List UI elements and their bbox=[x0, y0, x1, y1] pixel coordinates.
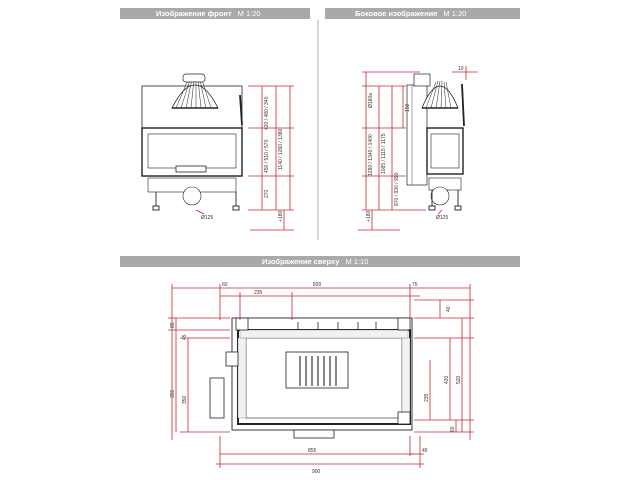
front-dim-4: 270 bbox=[264, 189, 270, 198]
front-air-inlet bbox=[182, 186, 202, 206]
side-view-title: Боковое изображение bbox=[355, 9, 438, 18]
side-view-drawing: Ø180a 1280 / 1340 / 1400 1085 / 1115 / 1… bbox=[358, 66, 478, 231]
front-side-profile bbox=[239, 94, 243, 126]
top-corner-fr bbox=[397, 411, 411, 425]
side-flue-label: Ø125 bbox=[436, 215, 448, 221]
top-dim-900: 900 bbox=[312, 469, 321, 475]
side-air-inlet bbox=[430, 186, 450, 206]
front-glass bbox=[147, 133, 237, 169]
side-dim-2: 1085 / 1115 / 1175 bbox=[381, 133, 387, 174]
front-dim-3: 1140 / 1260 / 1380 bbox=[278, 128, 284, 170]
front-hood bbox=[171, 84, 219, 109]
side-legs bbox=[428, 190, 462, 211]
top-left-air-inlet bbox=[209, 377, 225, 419]
top-dim-60: 60 bbox=[222, 282, 228, 288]
side-dim-1: 1280 / 1340 / 1400 bbox=[368, 134, 374, 176]
top-view-scale: M 1:10 bbox=[345, 257, 369, 266]
top-dim-520: 520 bbox=[456, 375, 462, 384]
top-dim-45-bottom: 45 bbox=[422, 448, 428, 454]
side-view-scale: M 1:20 bbox=[443, 9, 467, 18]
side-glass bbox=[430, 133, 460, 169]
front-view-header: Изображение фронт M 1:20 bbox=[120, 8, 310, 19]
top-rear-connectors bbox=[297, 322, 377, 330]
front-flue-leader bbox=[195, 209, 205, 215]
side-rear-panel bbox=[406, 84, 428, 186]
top-dim-40: 40 bbox=[446, 306, 452, 312]
side-dim-inner: 150 bbox=[405, 103, 411, 112]
top-view-header: Изображение сверху M 1:10 bbox=[120, 256, 520, 267]
top-grate bbox=[285, 351, 349, 389]
top-insulation-hatch bbox=[237, 329, 411, 419]
top-dim-820: 820 bbox=[313, 282, 322, 288]
front-dim-1: 420 / 480 / 340 bbox=[264, 96, 270, 130]
side-dimension-lines bbox=[358, 66, 478, 231]
front-dim-5: +180 bbox=[278, 211, 284, 222]
side-dim-3: 870 / 930 / 990 bbox=[394, 172, 400, 206]
top-dim-235-right: 235 bbox=[424, 393, 430, 402]
top-corner-br bbox=[397, 317, 411, 331]
top-dim-350: 350 bbox=[182, 395, 188, 404]
top-left-box bbox=[225, 351, 239, 367]
side-flue-box bbox=[413, 73, 431, 87]
top-view-drawing: 60 235 820 75 85 45 355 350 40 420 520 2… bbox=[168, 282, 474, 475]
front-view-title: Изображение фронт bbox=[156, 9, 232, 18]
front-legs bbox=[152, 192, 240, 211]
front-view-scale: M 1:20 bbox=[237, 9, 261, 18]
top-dim-75: 75 bbox=[412, 282, 418, 288]
top-dim-60-right: 60 bbox=[450, 426, 456, 432]
front-dim-2: 450 / 510 / 570 bbox=[264, 139, 270, 173]
top-dim-85: 85 bbox=[170, 322, 176, 328]
top-front-handle bbox=[293, 429, 335, 439]
front-flue-collar bbox=[182, 73, 206, 83]
top-corner-bl bbox=[235, 317, 249, 331]
side-dim-flue: Ø180a bbox=[368, 93, 374, 108]
top-dim-235: 235 bbox=[254, 290, 263, 296]
side-hood-ribs bbox=[422, 80, 458, 109]
front-ash-tray bbox=[175, 165, 207, 173]
top-dim-420: 420 bbox=[444, 375, 450, 384]
front-dimension-lines bbox=[248, 85, 294, 231]
top-grate-bars bbox=[299, 356, 337, 386]
front-flue-label: Ø125 bbox=[201, 215, 213, 221]
top-dim-855: 855 bbox=[308, 448, 317, 454]
top-view-title: Изображение сверху bbox=[262, 257, 340, 266]
side-dim-4: +180 bbox=[366, 211, 372, 222]
front-view-drawing: 420 / 480 / 340 450 / 510 / 570 1140 / 1… bbox=[141, 73, 294, 231]
front-hood-ribs bbox=[172, 78, 218, 109]
top-dimension-lines bbox=[168, 284, 474, 468]
side-front-profile bbox=[461, 83, 465, 127]
top-dim-355: 355 bbox=[170, 389, 176, 398]
side-view-header: Боковое изображение M 1:20 bbox=[325, 8, 520, 19]
side-dim-top: 10 bbox=[458, 66, 464, 72]
top-dim-45: 45 bbox=[182, 334, 188, 340]
